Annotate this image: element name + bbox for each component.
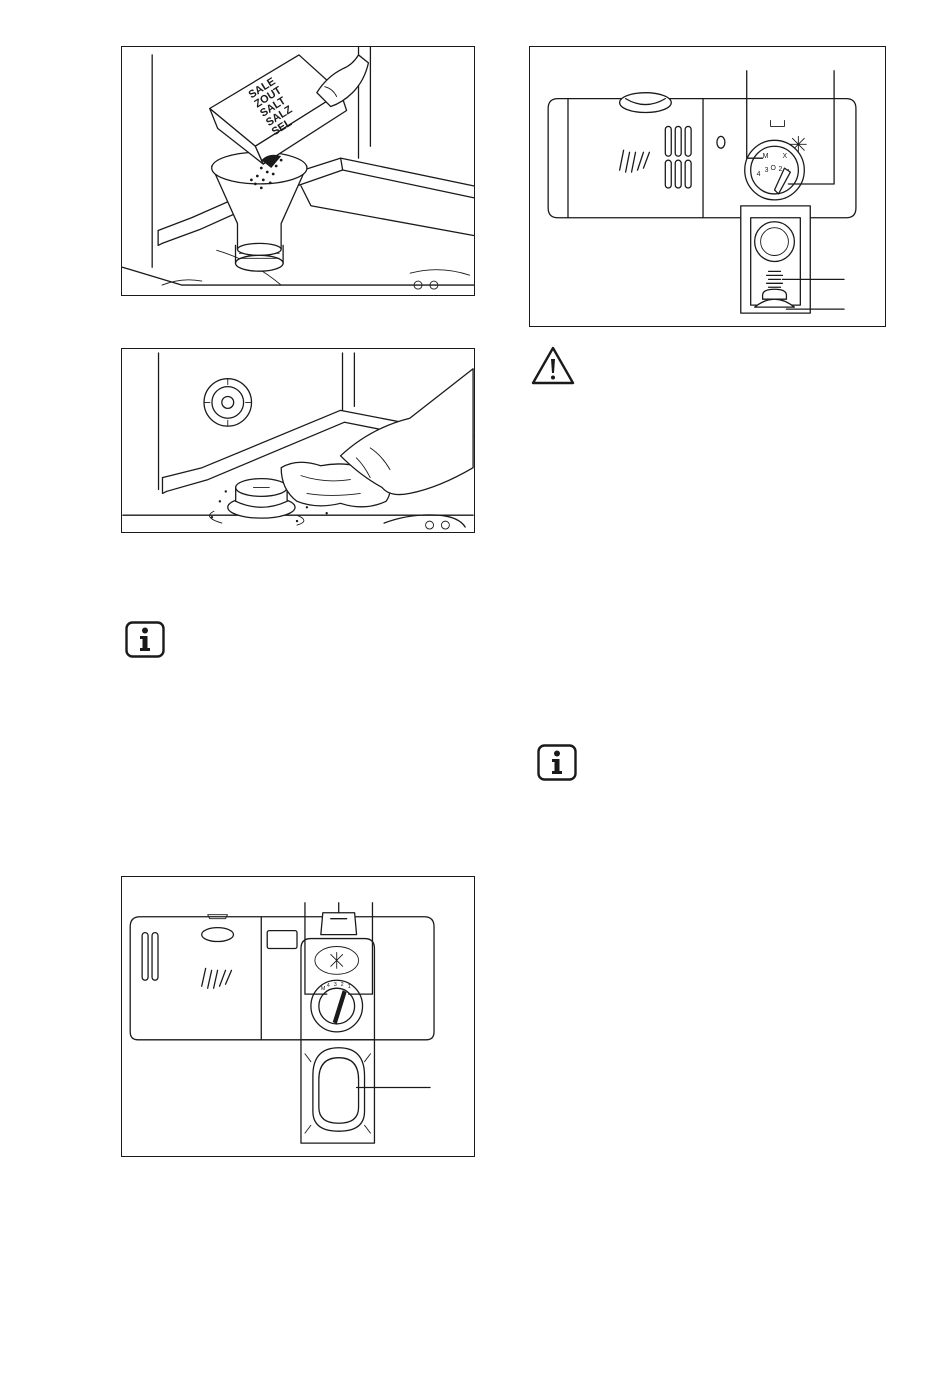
dial-mark-2: 2 [778,166,782,173]
figure-clean-salt-spill [121,348,475,533]
dial-mark-1: 1 [348,984,351,990]
dial-mark-x: X [782,153,787,160]
illustration-dispenser-adjuster: M X 4 3 O 2 1 [530,47,885,326]
dial-mark-3: 3 [765,167,769,174]
illustration-salt-funnel: SALE ZOUT SALT SALZ SEL [122,47,474,295]
warning-icon [530,345,576,387]
figure-filling-salt-container: SALE ZOUT SALT SALZ SEL [121,46,475,296]
info-icon [125,621,165,658]
dial-mark-m: M [321,986,326,992]
dial-mark-3: 3 [334,982,337,988]
info-icon [537,744,577,781]
dial-mark-4: 4 [757,171,761,178]
illustration-rinse-aid-dispenser: M 4 3 2 1 [122,877,474,1156]
dial-mark-2: 2 [341,982,344,988]
dial-mark-m: M [763,153,769,160]
illustration-wipe-spill [122,349,474,532]
figure-rinse-aid-dispenser: M 4 3 2 1 [121,876,475,1157]
dial-center-mark: O [771,165,777,172]
salt-pack: SALE ZOUT SALT SALZ SEL [210,55,369,168]
figure-dispenser-adjuster: M X 4 3 O 2 1 [529,46,886,327]
dial-mark-4: 4 [327,983,330,989]
